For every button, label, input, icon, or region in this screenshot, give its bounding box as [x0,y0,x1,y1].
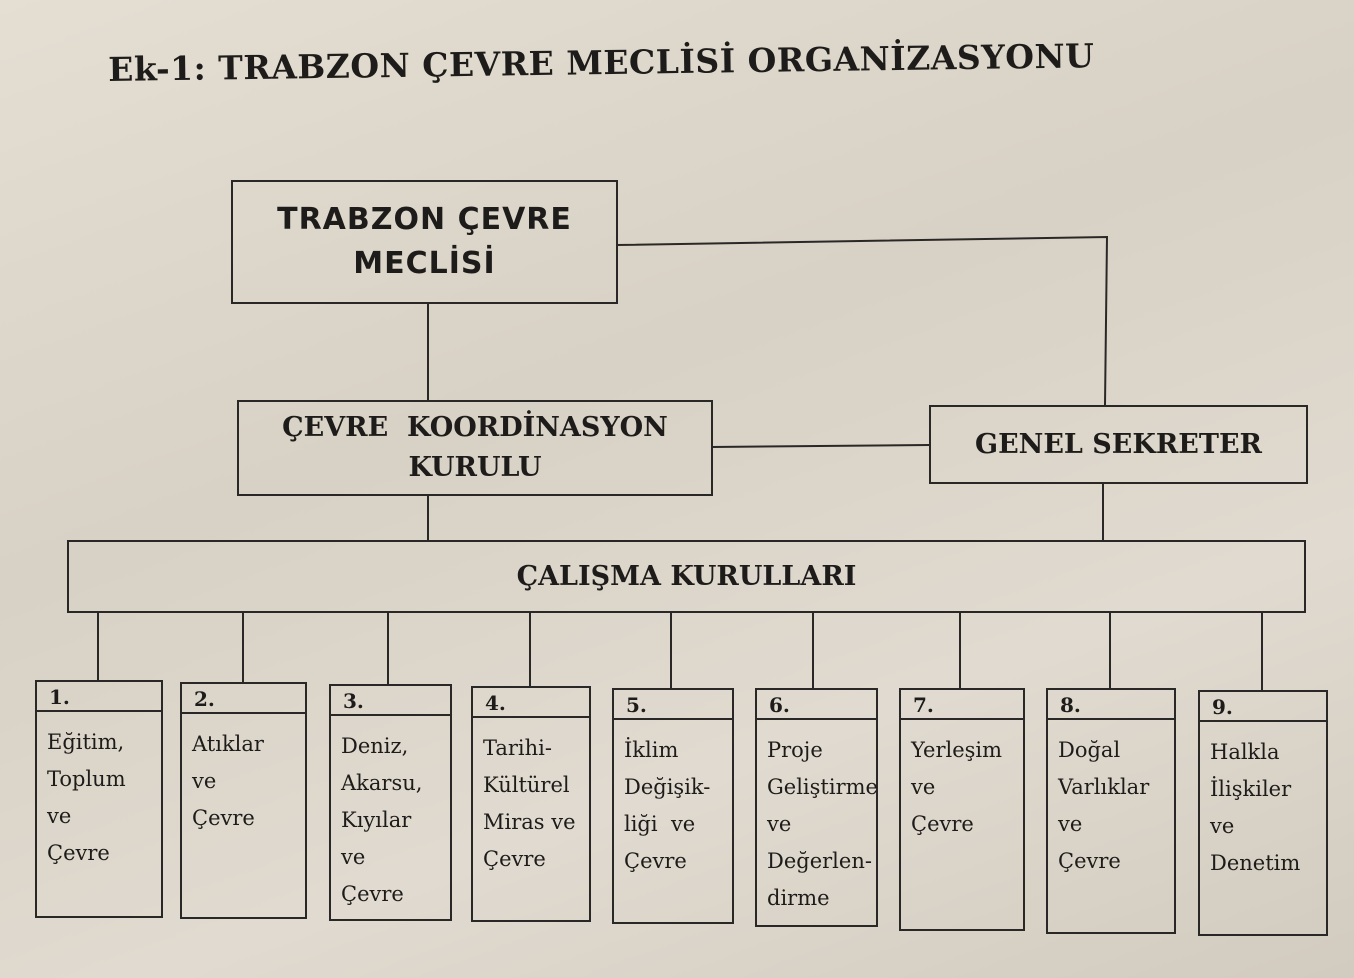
committee-name-line: Değerlen- [767,849,872,873]
committee-name-line: ve [47,804,72,828]
general-secretary-box: GENEL SEKRETER [929,405,1308,484]
general-secretary-label: GENEL SEKRETER [975,428,1262,460]
committee-name-line: Eğitim, [47,730,125,754]
committee-name-line: Deniz, [341,734,409,758]
committee-name-line: Çevre [47,841,110,865]
committee-name-line: Kıyılar [341,808,412,832]
committee-name-line: ve [1058,812,1083,836]
committee-name-line: dirme [767,886,830,910]
committee-number: 9. [1200,692,1326,722]
coordination-line2: KURULU [408,452,542,483]
committee-name-line: Kültürel [483,773,570,797]
committee-name-line: Doğal [1058,738,1121,762]
committee-name-line: ve [1210,814,1235,838]
committee-number: 6. [757,690,876,720]
committee-name-line: Çevre [624,849,687,873]
working-groups-box: ÇALIŞMA KURULLARI [67,540,1306,613]
committee-name-line: Değişik- [624,775,711,799]
committee-number: 1. [37,682,161,712]
committee-name-line: Denetim [1210,851,1301,875]
committee-name-line: ve [911,775,936,799]
committee-name-line: ve [192,769,217,793]
coordination-line1: ÇEVRE KOORDİNASYON [282,412,668,443]
committee-name-line: İklim [624,738,679,762]
committee-name-line: Geliştirme [767,775,878,799]
committee-name-line: Çevre [1058,849,1121,873]
coordination-board-box: ÇEVRE KOORDİNASYON KURULU [237,400,713,496]
committee-name-line: Varlıklar [1058,775,1150,799]
committee-name-line: Akarsu, [341,771,423,795]
council-line2: MECLİSİ [353,246,496,281]
committee-number: 7. [901,690,1023,720]
trabzon-environment-council-box: TRABZON ÇEVRE MECLİSİ [231,180,618,304]
committee-name-line: Atıklar [192,732,264,756]
connector-coordination-secretary [711,444,930,448]
committee-name-line: Çevre [192,806,255,830]
committee-name-line: İlişkiler [1210,777,1292,801]
committee-name-line: Toplum [47,767,126,791]
committee-name-line: Halkla [1210,740,1280,764]
committee-name-line: Çevre [911,812,974,836]
committee-name-line: Miras ve [483,810,576,834]
committee-name-line: ve [767,812,792,836]
committee-number: 2. [182,684,305,714]
committee-number: 4. [473,688,589,718]
connector-council-secretary [616,235,1109,406]
committee-name-line: Proje [767,738,823,762]
committee-name-line: liği ve [624,812,696,836]
council-line1: TRABZON ÇEVRE [277,202,572,237]
working-groups-label: ÇALIŞMA KURULLARI [516,560,857,592]
committee-name-line: Tarihi- [483,736,552,760]
committee-name-line: Çevre [341,882,404,906]
committee-name-line: Yerleşim [911,738,1003,762]
committee-name-line: ve [341,845,366,869]
committee-number: 3. [331,686,450,716]
committee-name-line: Çevre [483,847,546,871]
committee-number: 8. [1048,690,1174,720]
committee-number: 5. [614,690,732,720]
